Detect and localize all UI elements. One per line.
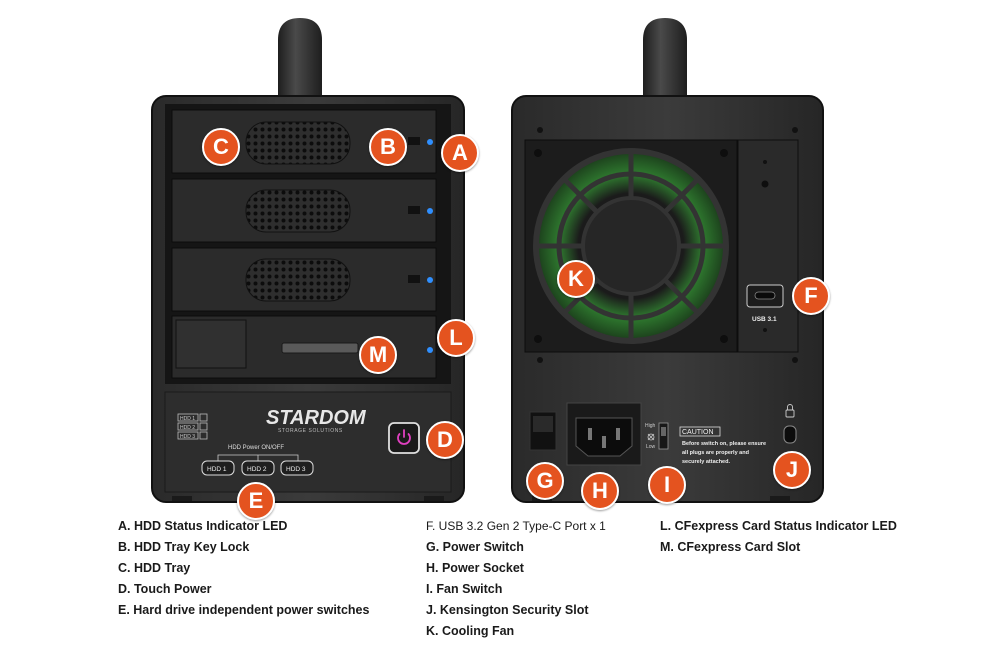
power-icon [397,429,411,445]
legend-item: I. Fan Switch [426,582,503,596]
kensington-lock-icon [785,404,795,418]
front-foot [172,496,192,501]
callout-m: M [359,336,397,374]
hdd-power-button[interactable] [241,460,275,476]
hdd-power-button[interactable] [201,460,235,476]
hdd-power-button-label: HDD 1 [207,466,227,473]
tray-key-lock[interactable] [408,137,420,145]
callout-e: E [237,482,275,520]
callout-l: L [437,319,475,357]
brand-logo: STARDOM [266,407,367,429]
legend-item: H. Power Socket [426,561,524,575]
hdd-power-title: HDD Power ON/OFF [228,445,284,451]
hdd-led-label: HDD 3 [180,434,195,440]
callout-i: I [648,466,686,504]
cfexpress-status-led [427,347,433,353]
caution-line: all plugs are properly and [682,450,749,456]
tray-key-lock[interactable] [408,275,420,283]
callout-c: C [202,128,240,166]
front-handle [278,18,322,100]
back-handle [643,18,687,100]
hdd-tray[interactable] [171,178,437,243]
hdd-status-led [427,208,433,214]
hdd-power-connector-lines [217,454,299,461]
callout-h: H [581,472,619,510]
cooling-fan [524,139,738,353]
legend-item: G. Power Switch [426,540,524,554]
kensington-slot[interactable] [783,425,797,444]
callout-b: B [369,128,407,166]
hdd-status-led [427,277,433,283]
legend-item: C. HDD Tray [118,561,191,575]
callout-j: J [773,451,811,489]
caution-line: Before switch on, please ensure [682,441,766,447]
device-illustration: HDD 1 HDD 2 HDD 3 STARDOM STORAGE SOLUTI… [151,18,824,503]
tray-key-lock[interactable] [408,206,420,214]
legend-column-2: F. USB 3.2 Gen 2 Type-C Port x 1 G. Powe… [426,516,606,642]
hdd-tray[interactable] [171,247,437,312]
callout-g: G [526,462,564,500]
hdd-power-button-label: HDD 2 [247,466,267,473]
fan-speed-high-label: High [645,423,656,429]
hdd-power-button[interactable] [280,460,314,476]
cfexpress-card-slot[interactable] [281,342,359,354]
front-view: HDD 1 HDD 2 HDD 3 STARDOM STORAGE SOLUTI… [151,18,465,503]
fan-speed-low-label: Low [646,444,656,450]
legend-item: L. CFexpress Card Status Indicator LED [660,519,897,533]
caution-box [679,426,721,437]
legend-item: E. Hard drive independent power switches [118,603,370,617]
back-view: USB 3.1 High Low CAUTION Before switch o… [511,18,824,503]
brand-subtitle: STORAGE SOLUTIONS [278,428,343,434]
touch-power-button[interactable] [388,422,420,454]
cfexpress-bay[interactable] [171,315,437,379]
usb-port-label: USB 3.1 [752,316,777,323]
hdd-status-led [427,139,433,145]
legend-item: J. Kensington Security Slot [426,603,589,617]
back-foot [770,496,790,501]
legend-item: K. Cooling Fan [426,624,515,638]
legend-column-1: A. HDD Status Indicator LED B. HDD Tray … [118,516,369,621]
fan-icon [647,433,655,441]
hdd-led-label: HDD 1 [180,416,195,422]
hdd-led-indicators: HDD 1 HDD 2 HDD 3 [177,413,208,440]
hdd-led-label: HDD 2 [180,425,195,431]
hdd-power-button-label: HDD 3 [286,466,306,473]
callout-d: D [426,421,464,459]
callout-k: K [557,260,595,298]
caution-line: securely attached. [682,459,730,465]
front-foot [424,496,444,501]
caution-title: CAUTION [682,429,714,436]
legend-item: F. USB 3.2 Gen 2 Type-C Port x 1 [426,519,606,533]
legend-column-3: L. CFexpress Card Status Indicator LED M… [660,516,897,558]
legend-item: D. Touch Power [118,582,212,596]
legend-item: M. CFexpress Card Slot [660,540,801,554]
io-panel [737,139,799,353]
legend-item: B. HDD Tray Key Lock [118,540,250,554]
legend-item: A. HDD Status Indicator LED [118,519,288,533]
callout-f: F [792,277,830,315]
callout-a: A [441,134,479,172]
